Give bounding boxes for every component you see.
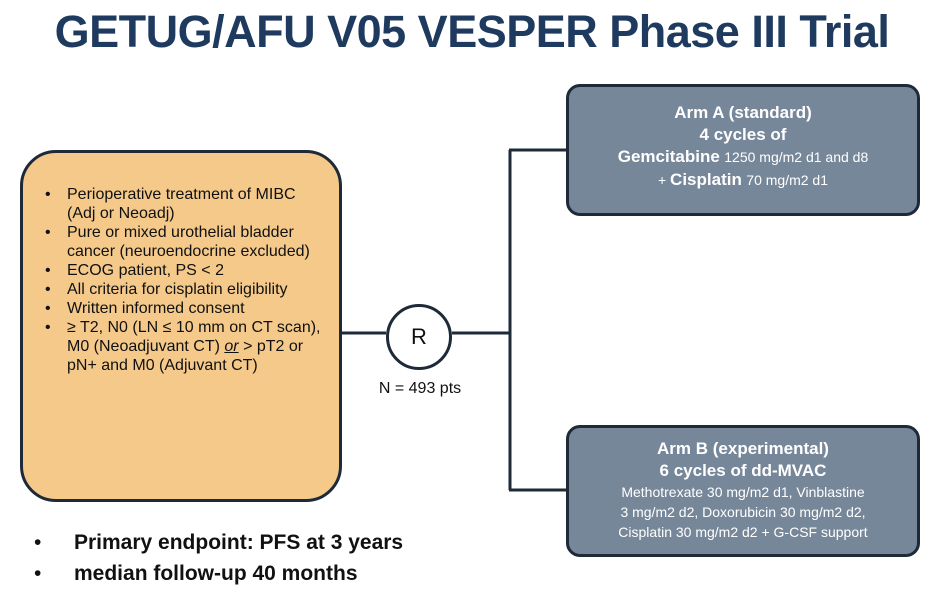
criterion-item: ECOG patient, PS < 2 [45, 261, 323, 280]
patient-count: N = 493 pts [378, 380, 462, 397]
endpoint-item: median follow-up 40 months [34, 558, 403, 589]
criterion-item: All criteria for cisplatin eligibility [45, 280, 323, 299]
criterion-text-a: ≥ T2, N0 (LN ≤ 10 mm on CT scan), M0 (Ne… [67, 319, 321, 355]
slide-title: GETUG/AFU V05 VESPER Phase III Trial [54, 6, 890, 57]
arm-a-cycles: 4 cycles of [699, 125, 787, 144]
endpoint-item: Primary endpoint: PFS at 3 years [34, 527, 403, 558]
arm-b-cycles: 6 cycles of dd-MVAC [659, 461, 827, 480]
arm-a-drug1: Gemcitabine [617, 147, 720, 166]
arm-b-regimen-line: 3 mg/m2 d2, Doxorubicin 30 mg/m2 d2, [620, 504, 866, 520]
arm-b-regimen-line: Methotrexate 30 mg/m2 d1, Vinblastine [621, 484, 865, 500]
arm-b-regimen-line: Cisplatin 30 mg/m2 d2 + G-CSF support [618, 524, 868, 540]
arm-a-dose2: 70 mg/m2 d1 [746, 172, 829, 188]
arm-b-box: Arm B (experimental) 6 cycles of dd-MVAC… [566, 425, 920, 557]
criterion-item: Perioperative treatment of MIBC (Adj or … [45, 185, 323, 223]
arm-a-drug2: Cisplatin [670, 170, 742, 189]
arm-a-plus: + [657, 172, 671, 188]
criterion-item: ≥ T2, N0 (LN ≤ 10 mm on CT scan), M0 (Ne… [45, 318, 323, 375]
arm-a-title: Arm A (standard) [674, 103, 812, 122]
criterion-text-b: > pT2 or pN+ and M0 (Adjuvant CT) [67, 338, 304, 374]
criterion-item: Pure or mixed urothelial bladder cancer … [45, 223, 323, 261]
arm-a-dose1: 1250 mg/m2 d1 and d8 [724, 149, 869, 165]
arm-a-box: Arm A (standard) 4 cycles of Gemcitabine… [566, 84, 920, 216]
arm-b-title: Arm B (experimental) [657, 439, 829, 458]
endpoints-list: Primary endpoint: PFS at 3 years median … [34, 527, 403, 589]
criterion-item: Written informed consent [45, 299, 323, 318]
criterion-or: or [224, 338, 239, 355]
randomization-node: R [386, 304, 452, 370]
eligibility-criteria-box: Perioperative treatment of MIBC (Adj or … [20, 150, 342, 502]
